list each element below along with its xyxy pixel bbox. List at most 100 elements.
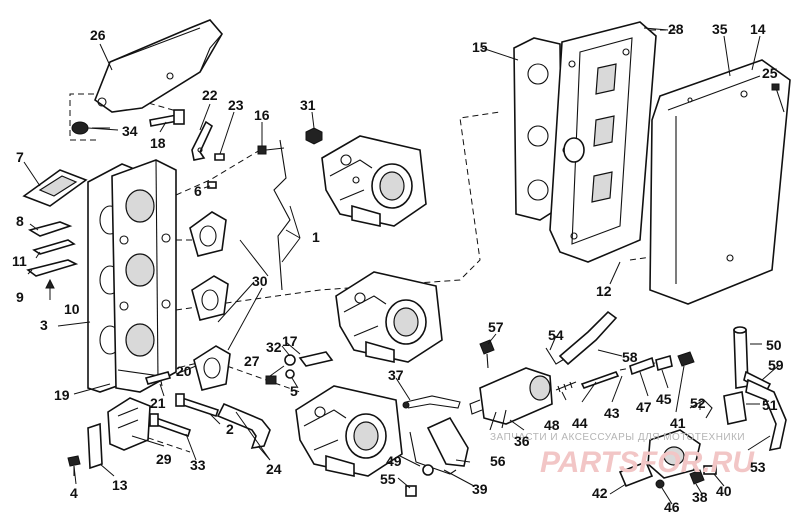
carburetor-middle [335,271,443,363]
callout-44: 44 [572,415,588,431]
callout-55: 55 [380,471,396,487]
screw-part-25 [771,83,785,113]
callout-30: 30 [252,273,268,289]
screw-part-40 [703,465,717,475]
callout-36: 36 [514,433,530,449]
callout-42: 42 [592,485,608,501]
nut-part-16 [257,145,267,155]
callout-18: 18 [150,135,166,151]
hose-part-24 [216,402,271,450]
fitting-part-47 [629,356,655,376]
callout-3: 3 [40,317,48,333]
callout-40: 40 [716,483,732,499]
watermark-tagline: ЗАПЧАСТИ И АКСЕССУАРЫ ДЛЯ МОТОТЕХНИКИ [490,432,745,443]
carburetor-lower [295,385,403,477]
bracket-part-56 [426,416,469,467]
callout-35: 35 [712,21,728,37]
watermark: ЗАПЧАСТИ И АКСЕССУАРЫ ДЛЯ МОТОТЕХНИКИ PA… [490,432,755,479]
callout-6: 6 [194,183,202,199]
callout-32: 32 [266,339,282,355]
callout-33: 33 [190,457,206,473]
screw-part-21 [144,371,172,385]
washer-part-46 [655,479,665,489]
plate-part-42 [618,460,654,488]
bracket-part-29 [107,397,151,451]
callout-1: 1 [312,229,320,245]
clip-part-54 [545,347,567,365]
screw-part-18 [149,109,185,127]
callout-28: 28 [668,21,684,37]
callout-53: 53 [750,459,766,475]
fitting-part-45 [655,354,673,372]
callout-38: 38 [692,489,708,505]
lever-part-17 [298,351,334,367]
hose-part-51 [723,391,747,425]
washer-part-49 [422,464,434,476]
carb-gasket-upper-part-30 [189,211,227,257]
callout-52: 52 [690,395,706,411]
clip-part-52 [689,399,713,419]
callout-24: 24 [266,461,282,477]
plate-part-13 [87,422,103,470]
bolt-part-2 [175,393,220,418]
screw-part-57 [479,339,495,369]
callout-29: 29 [156,451,172,467]
callout-54: 54 [548,327,564,343]
screw-part-23 [214,153,225,161]
callout-58: 58 [622,349,638,365]
callout-57: 57 [488,319,504,335]
wire-part-37 [402,395,461,409]
callout-17: 17 [282,333,298,349]
reed-petals-part-8 [27,221,73,237]
callout-22: 22 [202,87,218,103]
nut-part-38 [689,469,705,485]
callout-labels: 26 34 18 22 23 16 31 6 7 8 11 9 10 3 19 … [12,21,784,515]
exhaust-cover-part-28 [549,21,657,263]
callout-46: 46 [664,499,680,515]
callout-25: 25 [762,65,778,81]
callout-56: 56 [490,453,506,469]
callout-21: 21 [150,395,166,411]
callout-13: 13 [112,477,128,493]
callout-16: 16 [254,107,270,123]
callout-31: 31 [300,97,316,113]
carb-gasket-middle-part-30 [191,275,229,321]
callout-26: 26 [90,27,106,43]
callout-10: 10 [64,301,80,317]
callout-9: 9 [16,289,24,305]
hose-part-53 [745,378,787,452]
callout-27: 27 [244,353,260,369]
hose-part-58 [558,310,618,366]
arrow-part-10 [45,278,55,300]
screw-part-27 [265,375,277,385]
washer-part-32 [284,354,296,366]
leader-lines [23,27,779,505]
callout-39: 39 [472,481,488,497]
callout-12: 12 [596,283,612,299]
callout-49: 49 [386,453,402,469]
carb-gasket-lower-part-30 [193,345,231,391]
callout-7: 7 [16,149,24,165]
rod-part-44 [580,371,620,389]
callout-47: 47 [636,399,652,415]
fuel-pump [647,429,701,479]
callout-14: 14 [750,21,766,37]
callout-37: 37 [388,367,404,383]
washer-part-5 [285,369,295,379]
callout-43: 43 [604,405,620,421]
bolt-part-33 [149,413,192,438]
top-cover-part-26 [94,19,223,113]
callout-15: 15 [472,39,488,55]
link-rod-part-1 [265,139,291,291]
callout-2: 2 [226,421,234,437]
screw-part-55 [405,485,417,497]
bracket-part-22 [191,120,214,161]
callout-19: 19 [54,387,70,403]
outer-cover-part-14 [649,59,791,305]
callout-50: 50 [766,337,782,353]
intake-housing-part-19 [111,159,177,393]
reed-petals-part-11 [32,239,76,255]
callout-20: 20 [176,363,192,379]
callout-34: 34 [122,123,138,139]
callout-51: 51 [762,397,778,413]
